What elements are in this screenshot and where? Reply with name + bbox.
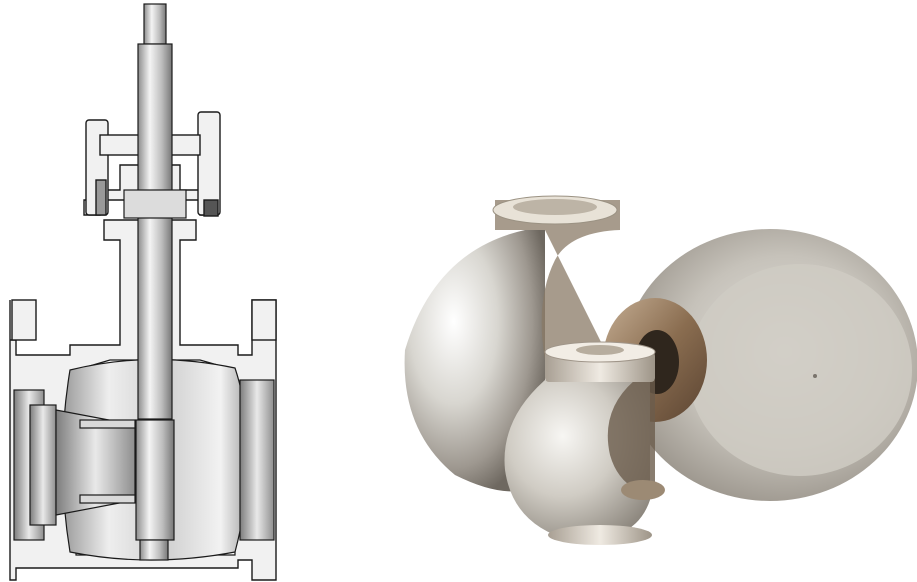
- left-flange-boss: [11, 299, 37, 341]
- ball-components-svg: [404, 195, 917, 545]
- bolt-right: [203, 199, 219, 217]
- left-seat-mid: [29, 404, 57, 526]
- ball-small-front: [504, 341, 665, 545]
- stem-top: [143, 3, 167, 45]
- bolt-left: [95, 179, 107, 216]
- valve-cross-section-svg: [9, 3, 277, 581]
- ball-components: [395, 0, 917, 582]
- stem: [137, 43, 173, 420]
- trunnion: [139, 539, 169, 561]
- packing: [123, 189, 187, 219]
- seat-ring-line: [79, 419, 136, 429]
- stem-lower: [135, 419, 175, 541]
- valve-cross-section: [0, 0, 285, 582]
- small-notch: [621, 480, 665, 500]
- seat-ring-line-2: [79, 494, 136, 504]
- right-seat: [239, 379, 275, 541]
- right-flange-boss: [251, 299, 277, 341]
- ball-disc-right: [622, 229, 917, 501]
